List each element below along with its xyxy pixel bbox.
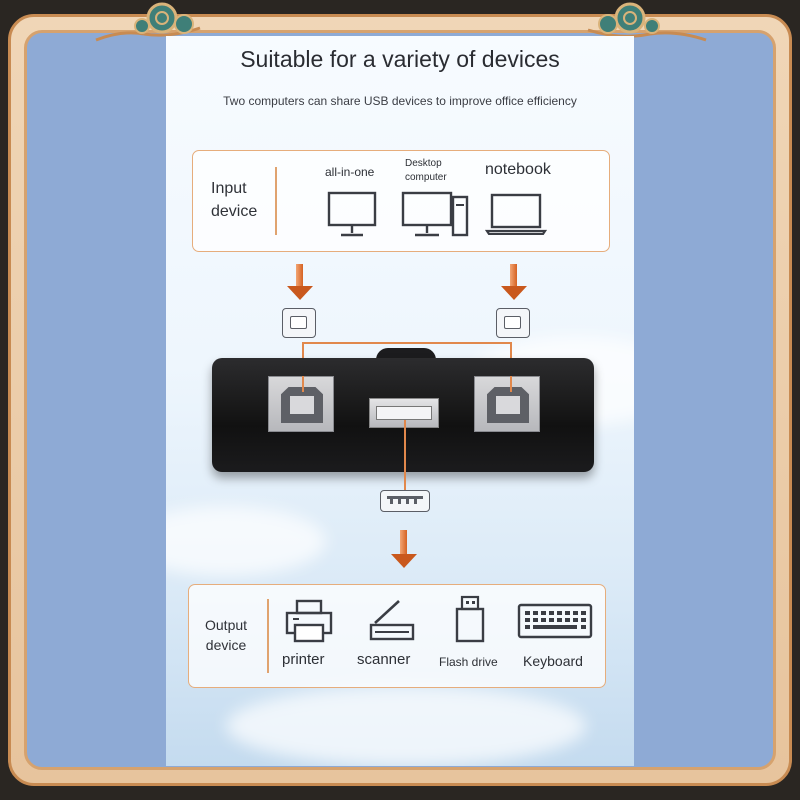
input-device-box: Input device all-in-one Desktop computer… — [192, 150, 610, 252]
usb-b-port-left-icon — [268, 376, 334, 432]
desktop-label-line2: computer — [405, 172, 447, 183]
output-box-divider — [267, 599, 269, 673]
input-box-divider — [275, 167, 277, 235]
device-label-flash-drive: Flash drive — [439, 655, 498, 669]
device-label-printer: printer — [282, 651, 325, 668]
arrow-shaft-left — [296, 264, 303, 286]
input-device-label: Input device — [211, 177, 257, 223]
flash-drive-icon — [455, 595, 485, 643]
arrow-down-left-icon — [287, 286, 313, 300]
usb-b-plug-left-icon — [282, 308, 316, 338]
arrow-down-bottom-icon — [391, 554, 417, 568]
laptop-icon — [485, 193, 547, 235]
printer-icon — [285, 599, 333, 643]
connection-line — [510, 376, 512, 392]
cloud-decoration — [226, 686, 586, 766]
input-label-line1: Input — [211, 180, 247, 197]
output-device-box: Output device printer scanner Flash driv… — [188, 584, 606, 688]
page-title: Suitable for a variety of devices — [240, 46, 560, 72]
device-label-notebook: notebook — [485, 161, 551, 178]
product-info-panel: Suitable for a variety of devices Two co… — [166, 36, 634, 766]
input-label-line2: device — [211, 203, 258, 221]
arrow-shaft-bottom — [400, 530, 407, 554]
all-in-one-monitor-icon — [327, 191, 377, 237]
page-subtitle: Two computers can share USB devices to i… — [223, 94, 577, 108]
connection-line — [302, 342, 512, 344]
usb-a-plug-icon — [380, 490, 430, 512]
cloud-ornament-left-icon — [95, 2, 201, 42]
usb-b-plug-right-icon — [496, 308, 530, 338]
connection-line — [404, 420, 406, 490]
cloud-decoration — [166, 506, 326, 576]
arrow-shaft-right — [510, 264, 517, 286]
desktop-label-line1: Desktop — [405, 158, 442, 169]
device-label-all-in-one: all-in-one — [325, 165, 375, 179]
keyboard-icon — [517, 603, 593, 639]
output-label-line1: Output — [205, 617, 248, 633]
device-label-desktop-computer: Desktop computer — [405, 157, 447, 185]
scanner-icon — [369, 600, 415, 641]
device-label-scanner: scanner — [357, 651, 411, 668]
output-label-line2: device — [205, 637, 247, 654]
arrow-down-right-icon — [501, 286, 527, 300]
desktop-computer-icon — [401, 191, 469, 237]
device-label-keyboard: Keyboard — [523, 653, 583, 669]
output-device-label: Output device — [205, 615, 247, 656]
usb-b-port-right-icon — [474, 376, 540, 432]
connection-line — [302, 376, 304, 392]
